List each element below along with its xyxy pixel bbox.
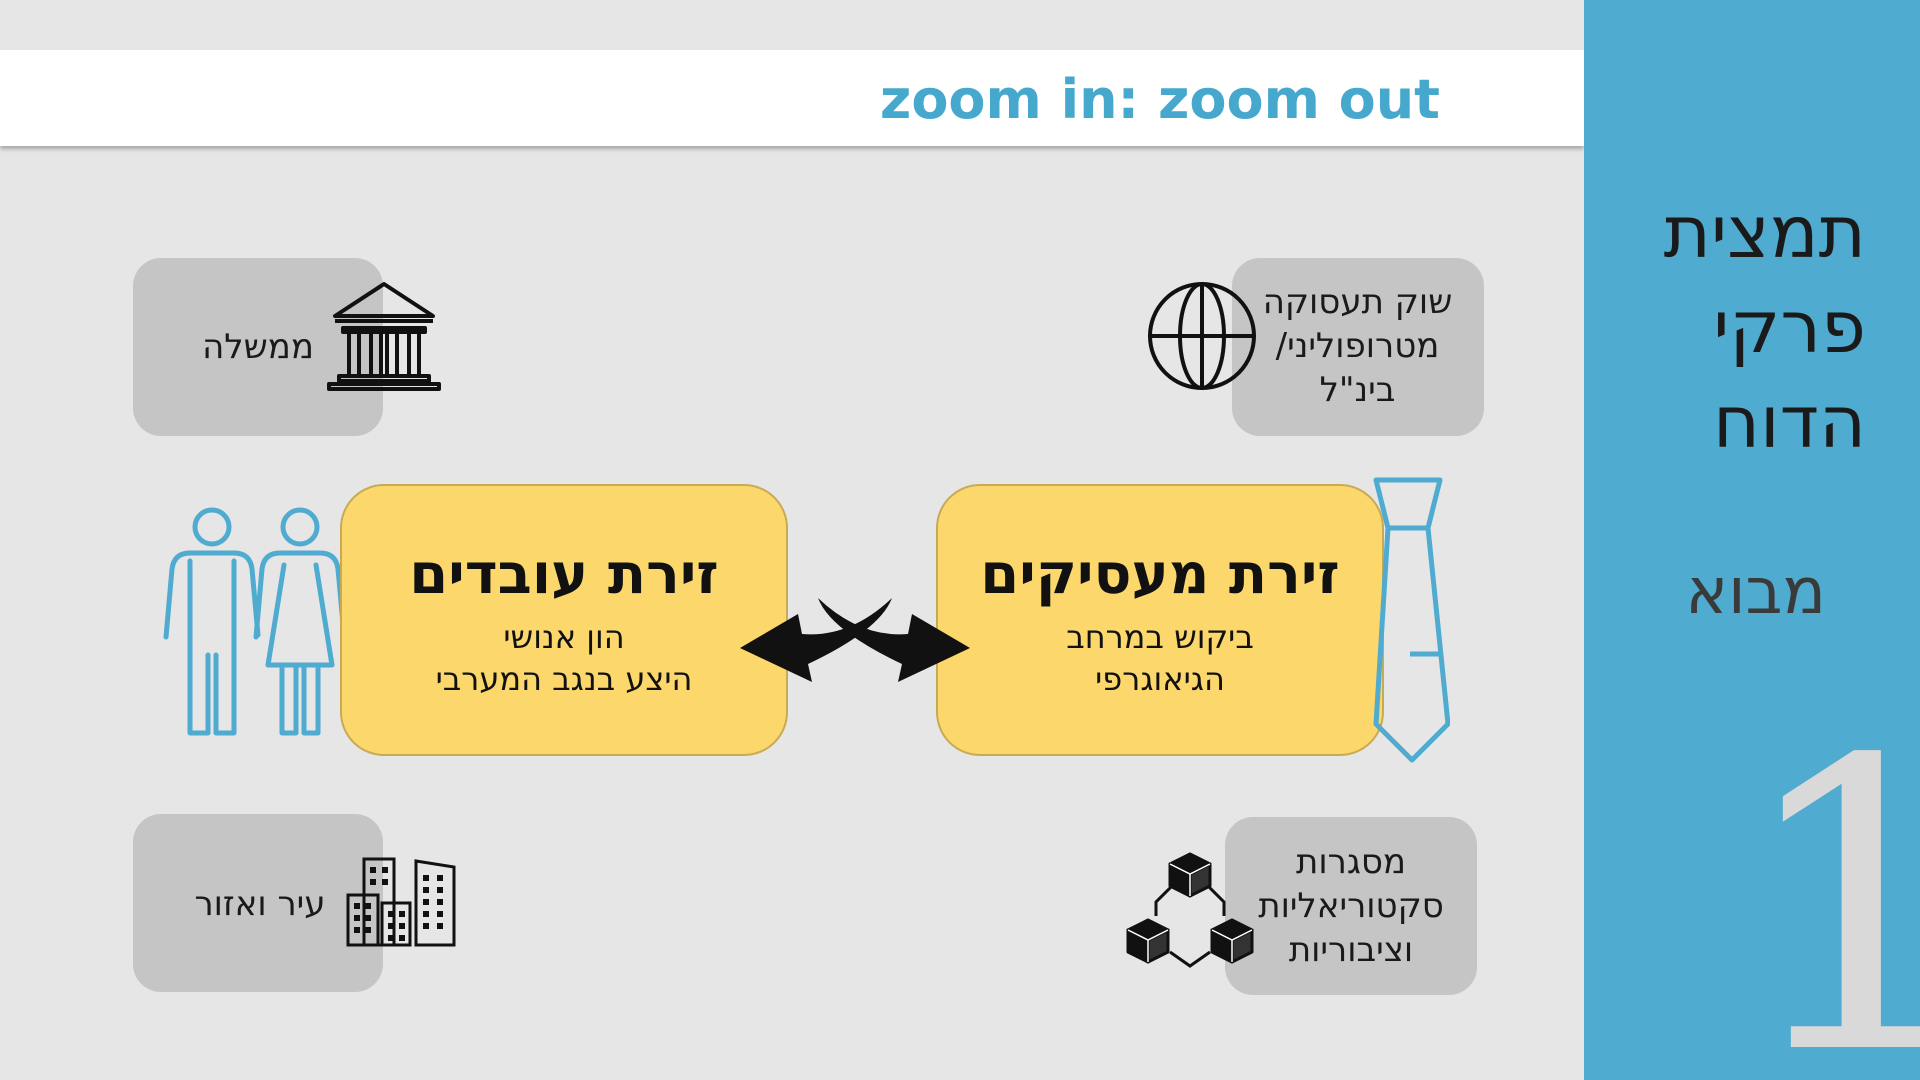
employers-arena-lines: ביקוש במרחב הגיאוגרפי [1066, 616, 1254, 700]
frameworks-label: מסגרות סקטוריאליות וציבוריות [1238, 840, 1464, 972]
labor-market-box [1232, 258, 1484, 436]
workers-arena-lines: הון אנושי היצע בנגב המערבי [436, 616, 693, 700]
frameworks-line: סקטוריאליות [1258, 886, 1444, 926]
workers-arena-line: הון אנושי [503, 618, 625, 656]
city-region-label: עיר ואזור [194, 884, 326, 924]
side-title-line: פרקי [1713, 285, 1866, 369]
side-panel-subtitle: מבוא [1685, 555, 1826, 629]
employers-arena-line: ביקוש במרחב [1066, 618, 1254, 656]
workers-arena-line: היצע בנגב המערבי [435, 660, 693, 698]
globe-icon [1148, 282, 1256, 390]
necktie-icon [1373, 477, 1450, 763]
side-title-line: הדוח [1713, 380, 1866, 464]
side-panel-title: תמצית פרקי הדוח [1606, 185, 1866, 470]
frameworks-box [1225, 817, 1477, 995]
labor-market-line: שוק תעסוקה [1262, 282, 1453, 322]
labor-market-line: מטרופוליני/ [1275, 326, 1440, 366]
side-title-line: תמצית [1663, 190, 1866, 274]
network-cubes-icon [1126, 852, 1254, 968]
frameworks-line: וציבוריות [1288, 930, 1414, 970]
people-icon [163, 507, 347, 736]
header-bar [0, 50, 1584, 146]
government-label: ממשלה [202, 327, 314, 367]
chapter-number: 1 [1734, 677, 1920, 1080]
workers-arena-title: זירת עובדים [409, 542, 719, 607]
employers-arena-title: זירת מעסיקים [980, 542, 1340, 607]
city-buildings-icon [346, 857, 456, 947]
government-box [133, 258, 383, 436]
page-title: zoom in: zoom out [879, 68, 1440, 131]
employers-arena-line: הגיאוגרפי [1095, 660, 1225, 698]
workers-arena-box: זירת עובדים הון אנושי היצע בנגב המערבי [340, 484, 788, 756]
labor-market-line: בינ"ל [1319, 370, 1396, 410]
employers-arena-box: זירת מעסיקים ביקוש במרחב הגיאוגרפי [936, 484, 1384, 756]
labor-market-label: שוק תעסוקה מטרופוליני/ בינ"ל [1245, 280, 1470, 412]
city-region-box [133, 814, 383, 992]
frameworks-line: מסגרות [1296, 842, 1406, 882]
side-panel: תמצית פרקי הדוח מבוא 1 [1584, 0, 1920, 1080]
double-arrow-icon [740, 598, 970, 682]
government-building-icon [327, 282, 441, 391]
